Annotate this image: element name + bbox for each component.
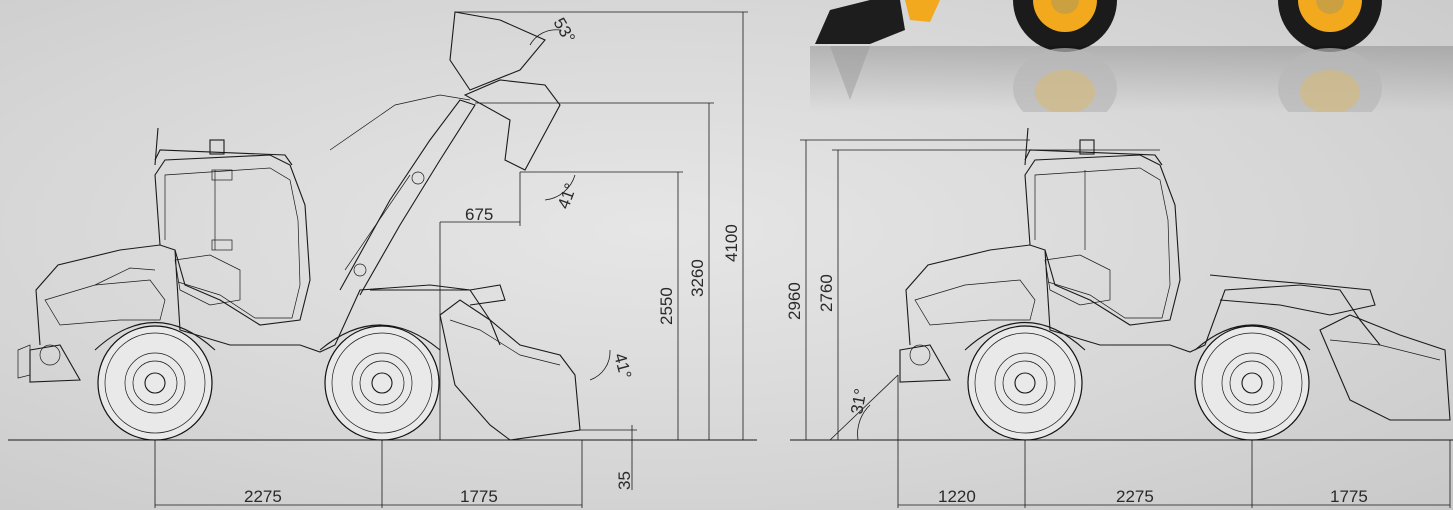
right-front-wheel — [1194, 325, 1310, 441]
left-loader-body — [17, 11, 581, 441]
left-base-dimensions — [154, 440, 583, 508]
right-loader-body — [899, 127, 1451, 421]
right-base-dimensions — [898, 440, 1451, 508]
label-angle-41-ground: 41° — [610, 351, 635, 381]
label-left-wheelbase-front: 1775 — [460, 487, 498, 506]
label-overall-height: 2960 — [785, 282, 804, 320]
label-departure-angle: 31° — [847, 387, 870, 416]
left-vertical-dimensions — [439, 11, 748, 490]
right-vertical-dimensions — [800, 139, 1160, 508]
label-cab-height: 2760 — [817, 274, 836, 312]
label-hinge-height: 3260 — [688, 259, 707, 297]
label-angle-41-mid: 41° — [554, 181, 581, 212]
label-right-wheelbase-rear: 2275 — [1116, 487, 1154, 506]
right-rear-wheel — [967, 325, 1083, 441]
label-max-height: 4100 — [722, 224, 741, 262]
label-left-wheelbase-rear: 2275 — [244, 487, 282, 506]
right-view: 2960 2760 31° 1220 2275 1775 — [785, 127, 1453, 508]
left-front-wheel — [324, 325, 440, 441]
machine-photo-reflection — [810, 0, 1453, 112]
label-reach: 675 — [465, 205, 493, 224]
left-view: 2275 1775 675 2550 3260 4100 35 53° 41° … — [8, 11, 757, 508]
label-angle-53: 53° — [550, 15, 579, 47]
label-dump-height: 2550 — [657, 287, 676, 325]
label-dig-depth: 35 — [615, 471, 634, 490]
left-rear-wheel — [97, 325, 213, 441]
label-right-wheelbase-front: 1775 — [1330, 487, 1368, 506]
label-rear-overhang: 1220 — [938, 487, 976, 506]
